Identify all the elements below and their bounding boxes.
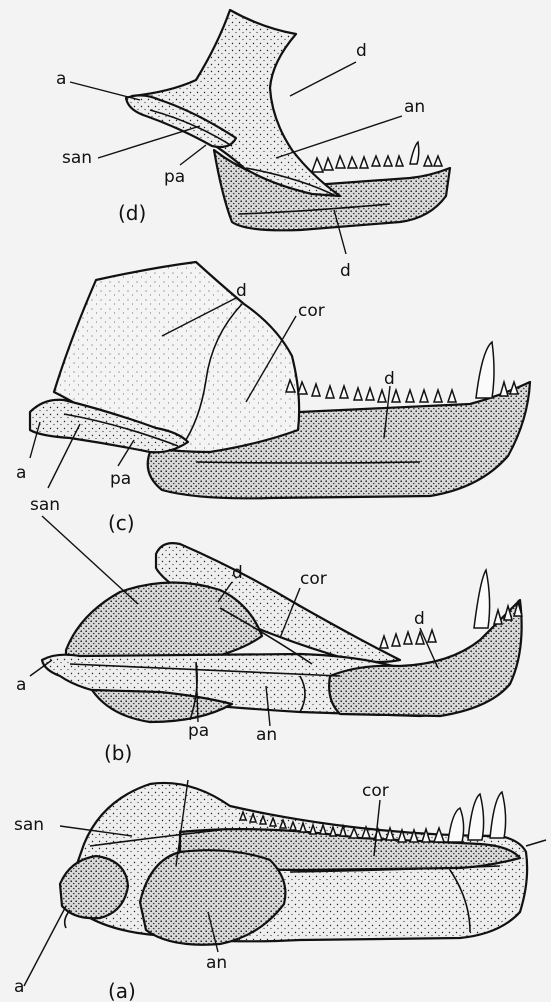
panel-d-label-surangular: san xyxy=(62,148,92,168)
panel-d-label-dentary-upper: d xyxy=(356,41,367,61)
panel-b-label-angular: an xyxy=(256,725,277,745)
panel-c-label-coronoid: cor xyxy=(298,301,325,321)
panel-d-label-angular: an xyxy=(404,97,425,117)
panel-c-label-surangular: san xyxy=(30,495,60,515)
panel-c: d cor d a pa san (c) xyxy=(16,262,530,535)
panel-c-label-dentary-upper: d xyxy=(236,281,247,301)
panel-b-label-prearticular: pa xyxy=(188,721,209,741)
panel-d-caption: (d) xyxy=(118,201,146,225)
panel-c-jaw-drawing xyxy=(30,262,530,498)
panel-a-label-coronoid: cor xyxy=(362,781,389,801)
panel-a-label-angular: an xyxy=(206,953,227,973)
panel-a: san cor a an (a) xyxy=(14,780,546,1002)
panel-c-label-prearticular: pa xyxy=(110,469,131,489)
panel-d-label-prearticular: pa xyxy=(164,167,185,187)
panel-c-caption: (c) xyxy=(108,511,135,535)
panel-d: a san pa d an d (d) xyxy=(56,10,450,281)
panel-a-jaw-drawing xyxy=(60,783,546,945)
panel-a-label-surangular: san xyxy=(14,815,44,835)
panel-b-label-coronoid: cor xyxy=(300,569,327,589)
panel-d-jaw-drawing xyxy=(126,10,450,230)
panel-b-label-dentary-upper: d xyxy=(232,563,243,583)
panel-a-caption: (a) xyxy=(108,979,136,1002)
panel-b-caption: (b) xyxy=(104,741,132,765)
panel-d-label-articular: a xyxy=(56,69,66,89)
panel-d-label-dentary-lower: d xyxy=(340,261,351,281)
panel-a-label-articular: a xyxy=(14,977,24,997)
panel-c-label-dentary-right: d xyxy=(384,369,395,389)
panel-c-label-articular: a xyxy=(16,463,26,483)
panel-b-label-articular: a xyxy=(16,675,26,695)
panel-b-label-dentary-right: d xyxy=(414,609,425,629)
panel-b: d cor d a pa an (b) xyxy=(16,516,522,765)
